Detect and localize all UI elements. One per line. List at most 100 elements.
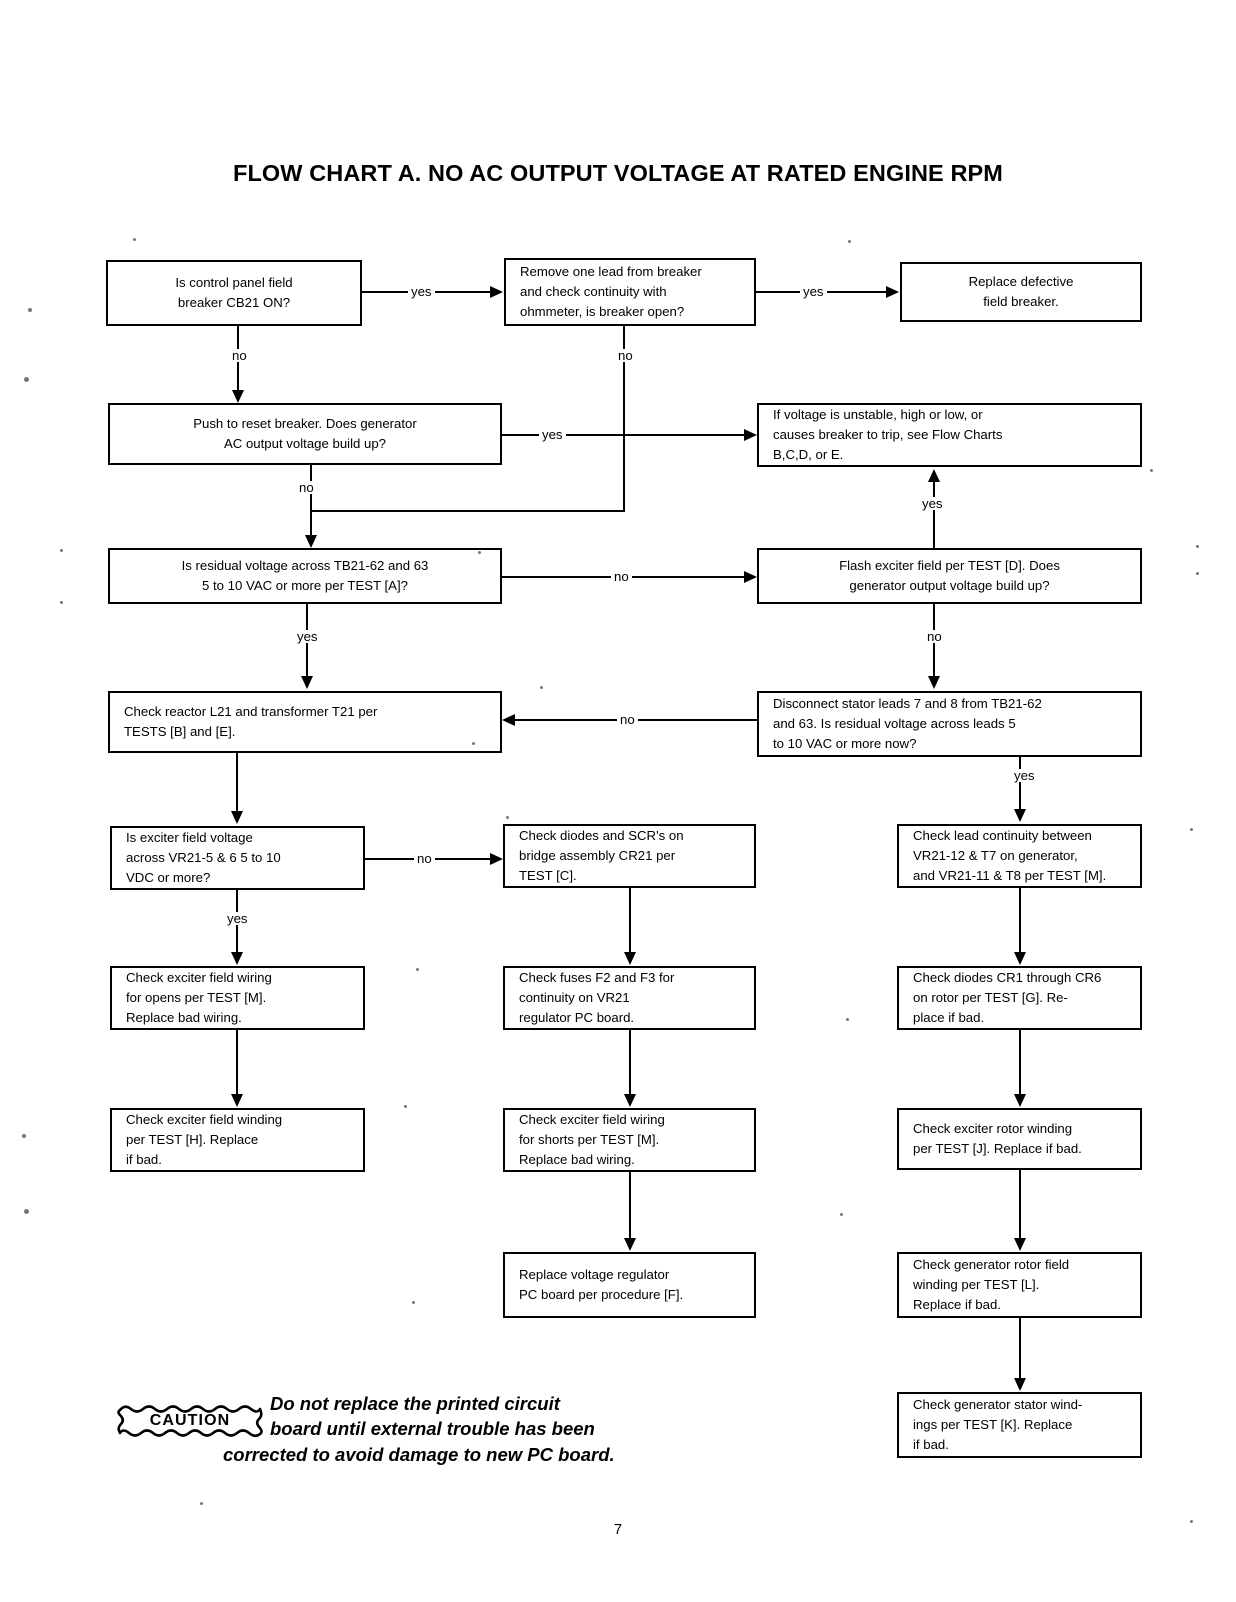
node-text: Replace defective field breaker. [968, 273, 1074, 309]
node-is-exciter-field-voltage[interactable]: Is exciter field voltage across VR21-5 &… [110, 826, 365, 890]
edge-n7-n9-arrowhead [927, 676, 940, 689]
node-check-lead-continuity-vr21[interactable]: Check lead continuity between VR21-12 & … [897, 824, 1142, 888]
scan-speck [22, 1134, 26, 1138]
edge-n6-n7-arrowhead [744, 570, 757, 583]
edge-label-yes-n4-n5: yes [539, 428, 566, 442]
edge-label-no-n6-n7: no [611, 570, 632, 584]
edge-label-no-n4-n6: no [296, 481, 317, 495]
node-replace-voltage-regulator-pc-board[interactable]: Replace voltage regulator PC board per p… [503, 1252, 756, 1318]
scan-speck [1190, 1520, 1193, 1523]
node-check-reactor-l21-transformer-t21[interactable]: Check reactor L21 and transformer T21 pe… [108, 691, 502, 753]
scan-speck [1190, 828, 1193, 831]
node-check-generator-stator-windings-k[interactable]: Check generator stator wind- ings per TE… [897, 1392, 1142, 1458]
edge-label-no-n10-n11: no [414, 852, 435, 866]
node-check-exciter-field-wiring-shorts[interactable]: Check exciter field wiring for shorts pe… [503, 1108, 756, 1172]
node-check-exciter-field-winding-h[interactable]: Check exciter field winding per TEST [H]… [110, 1108, 365, 1172]
scan-speck [412, 1301, 415, 1304]
edge-label-yes-n2-n3: yes [800, 285, 827, 299]
edge-n17-n19-line [629, 1172, 632, 1240]
node-text: Check exciter field wiring for opens per… [126, 969, 272, 1026]
edge-n9-n8-arrowhead [502, 713, 515, 726]
edge-n20-n21-line [1019, 1318, 1022, 1380]
scan-speck [28, 308, 32, 312]
node-text: Disconnect stator leads 7 and 8 from TB2… [773, 695, 1042, 752]
node-check-exciter-field-wiring-opens[interactable]: Check exciter field wiring for opens per… [110, 966, 365, 1030]
edge-n13-n16-arrowhead [230, 1094, 243, 1107]
node-flash-exciter-field[interactable]: Flash exciter field per TEST [D]. Does g… [757, 548, 1142, 604]
node-text: Check reactor L21 and transformer T21 pe… [124, 703, 378, 739]
edge-n7-n5-line [933, 482, 936, 548]
caution-line-3: corrected to avoid damage to new PC boar… [223, 1444, 615, 1465]
node-check-diodes-scrs-bridge-cr21[interactable]: Check diodes and SCR's on bridge assembl… [503, 824, 756, 888]
caution-wavy-border-icon [117, 1405, 263, 1438]
node-replace-defective-field-breaker[interactable]: Replace defective field breaker. [900, 262, 1142, 322]
scan-speck [24, 377, 29, 382]
edge-n4-down-line [310, 465, 313, 495]
page-title: FLOW CHART A. NO AC OUTPUT VOLTAGE AT RA… [233, 160, 1003, 186]
edge-n15-n18-line [1019, 1030, 1022, 1096]
edge-n2-down-line [623, 326, 626, 512]
node-push-to-reset-breaker[interactable]: Push to reset breaker. Does generator AC… [108, 403, 502, 465]
edge-label-yes-n7-n5: yes [919, 497, 946, 511]
scan-speck [848, 240, 851, 243]
edge-n17-n19-arrowhead [623, 1238, 636, 1251]
node-text: Is control panel field breaker CB21 ON? [175, 274, 293, 310]
edge-n14-n17-line [629, 1030, 632, 1096]
scan-speck [24, 1209, 29, 1214]
edge-n2-n3-arrowhead [886, 285, 899, 298]
caution-line-1: Do not replace the printed circuit [270, 1393, 560, 1414]
node-text: Check generator rotor field winding per … [913, 1256, 1070, 1313]
edge-n4-n5-line [502, 434, 744, 437]
scan-speck [60, 601, 63, 604]
node-text: Is residual voltage across TB21-62 and 6… [181, 557, 429, 593]
edge-n1-n2-arrowhead [490, 285, 503, 298]
node-is-control-panel-field-breaker-on[interactable]: Is control panel field breaker CB21 ON? [106, 260, 362, 326]
node-remove-one-lead-check-continuity[interactable]: Remove one lead from breaker and check c… [504, 258, 756, 326]
edge-n18-n20-line [1019, 1170, 1022, 1240]
edge-n12-n15-arrowhead [1013, 952, 1026, 965]
node-text: Is exciter field voltage across VR21-5 &… [126, 829, 281, 886]
node-text: Check diodes CR1 through CR6 on rotor pe… [913, 969, 1102, 1026]
scan-speck [1150, 469, 1153, 472]
edge-n4-n5-arrowhead [744, 428, 757, 441]
scan-speck [478, 551, 481, 554]
node-disconnect-stator-leads[interactable]: Disconnect stator leads 7 and 8 from TB2… [757, 691, 1142, 757]
edge-label-no-n9-n12: yes [1011, 769, 1038, 783]
node-is-residual-voltage-tb21[interactable]: Is residual voltage across TB21-62 and 6… [108, 548, 502, 604]
scan-speck [416, 968, 419, 971]
edge-n18-n20-arrowhead [1013, 1238, 1026, 1251]
edge-label-yes-n6-n8: yes [294, 630, 321, 644]
edge-n8-n10-arrowhead [230, 811, 243, 824]
node-check-generator-rotor-field-winding-l[interactable]: Check generator rotor field winding per … [897, 1252, 1142, 1318]
edge-n8-n10-line [236, 753, 239, 813]
edge-n11-n14-line [629, 888, 632, 954]
edge-label-no-n2-down: no [615, 349, 636, 363]
edge-n6-feed-arrowhead [304, 535, 317, 548]
edge-n9-n12-arrowhead [1013, 809, 1026, 822]
node-check-exciter-rotor-winding-j[interactable]: Check exciter rotor winding per TEST [J]… [897, 1108, 1142, 1170]
node-check-fuses-f2-f3[interactable]: Check fuses F2 and F3 for continuity on … [503, 966, 756, 1030]
scan-speck [540, 686, 543, 689]
node-text: Check generator stator wind- ings per TE… [913, 1396, 1083, 1453]
node-text: Check diodes and SCR's on bridge assembl… [519, 827, 684, 884]
node-text: Check exciter field winding per TEST [H]… [126, 1111, 283, 1168]
node-voltage-unstable-see-flow-charts[interactable]: If voltage is unstable, high or low, or … [757, 403, 1142, 467]
scan-speck [133, 238, 136, 241]
edge-n20-n21-arrowhead [1013, 1378, 1026, 1391]
edge-n7-n5-arrowhead [927, 469, 940, 482]
scan-speck [846, 1018, 849, 1021]
edge-label-yes-n9-n8: no [617, 713, 638, 727]
scan-speck [1196, 545, 1199, 548]
page-number: 7 [613, 1522, 623, 1538]
edge-label-no-n7-n9: no [924, 630, 945, 644]
edge-label-yes-n1-n2: yes [408, 285, 435, 299]
scan-speck [404, 1105, 407, 1108]
edge-n14-n17-arrowhead [623, 1094, 636, 1107]
edge-n9-n12-line [1019, 757, 1022, 811]
caution-line-2: board until external trouble has been [270, 1417, 595, 1439]
caution-badge-label: CAUTION [149, 1412, 231, 1429]
node-check-diodes-cr1-cr6-rotor[interactable]: Check diodes CR1 through CR6 on rotor pe… [897, 966, 1142, 1030]
caution-text: Do not replace the printed circuit board… [223, 1392, 732, 1465]
edge-n15-n18-arrowhead [1013, 1094, 1026, 1107]
scan-speck [506, 816, 509, 819]
